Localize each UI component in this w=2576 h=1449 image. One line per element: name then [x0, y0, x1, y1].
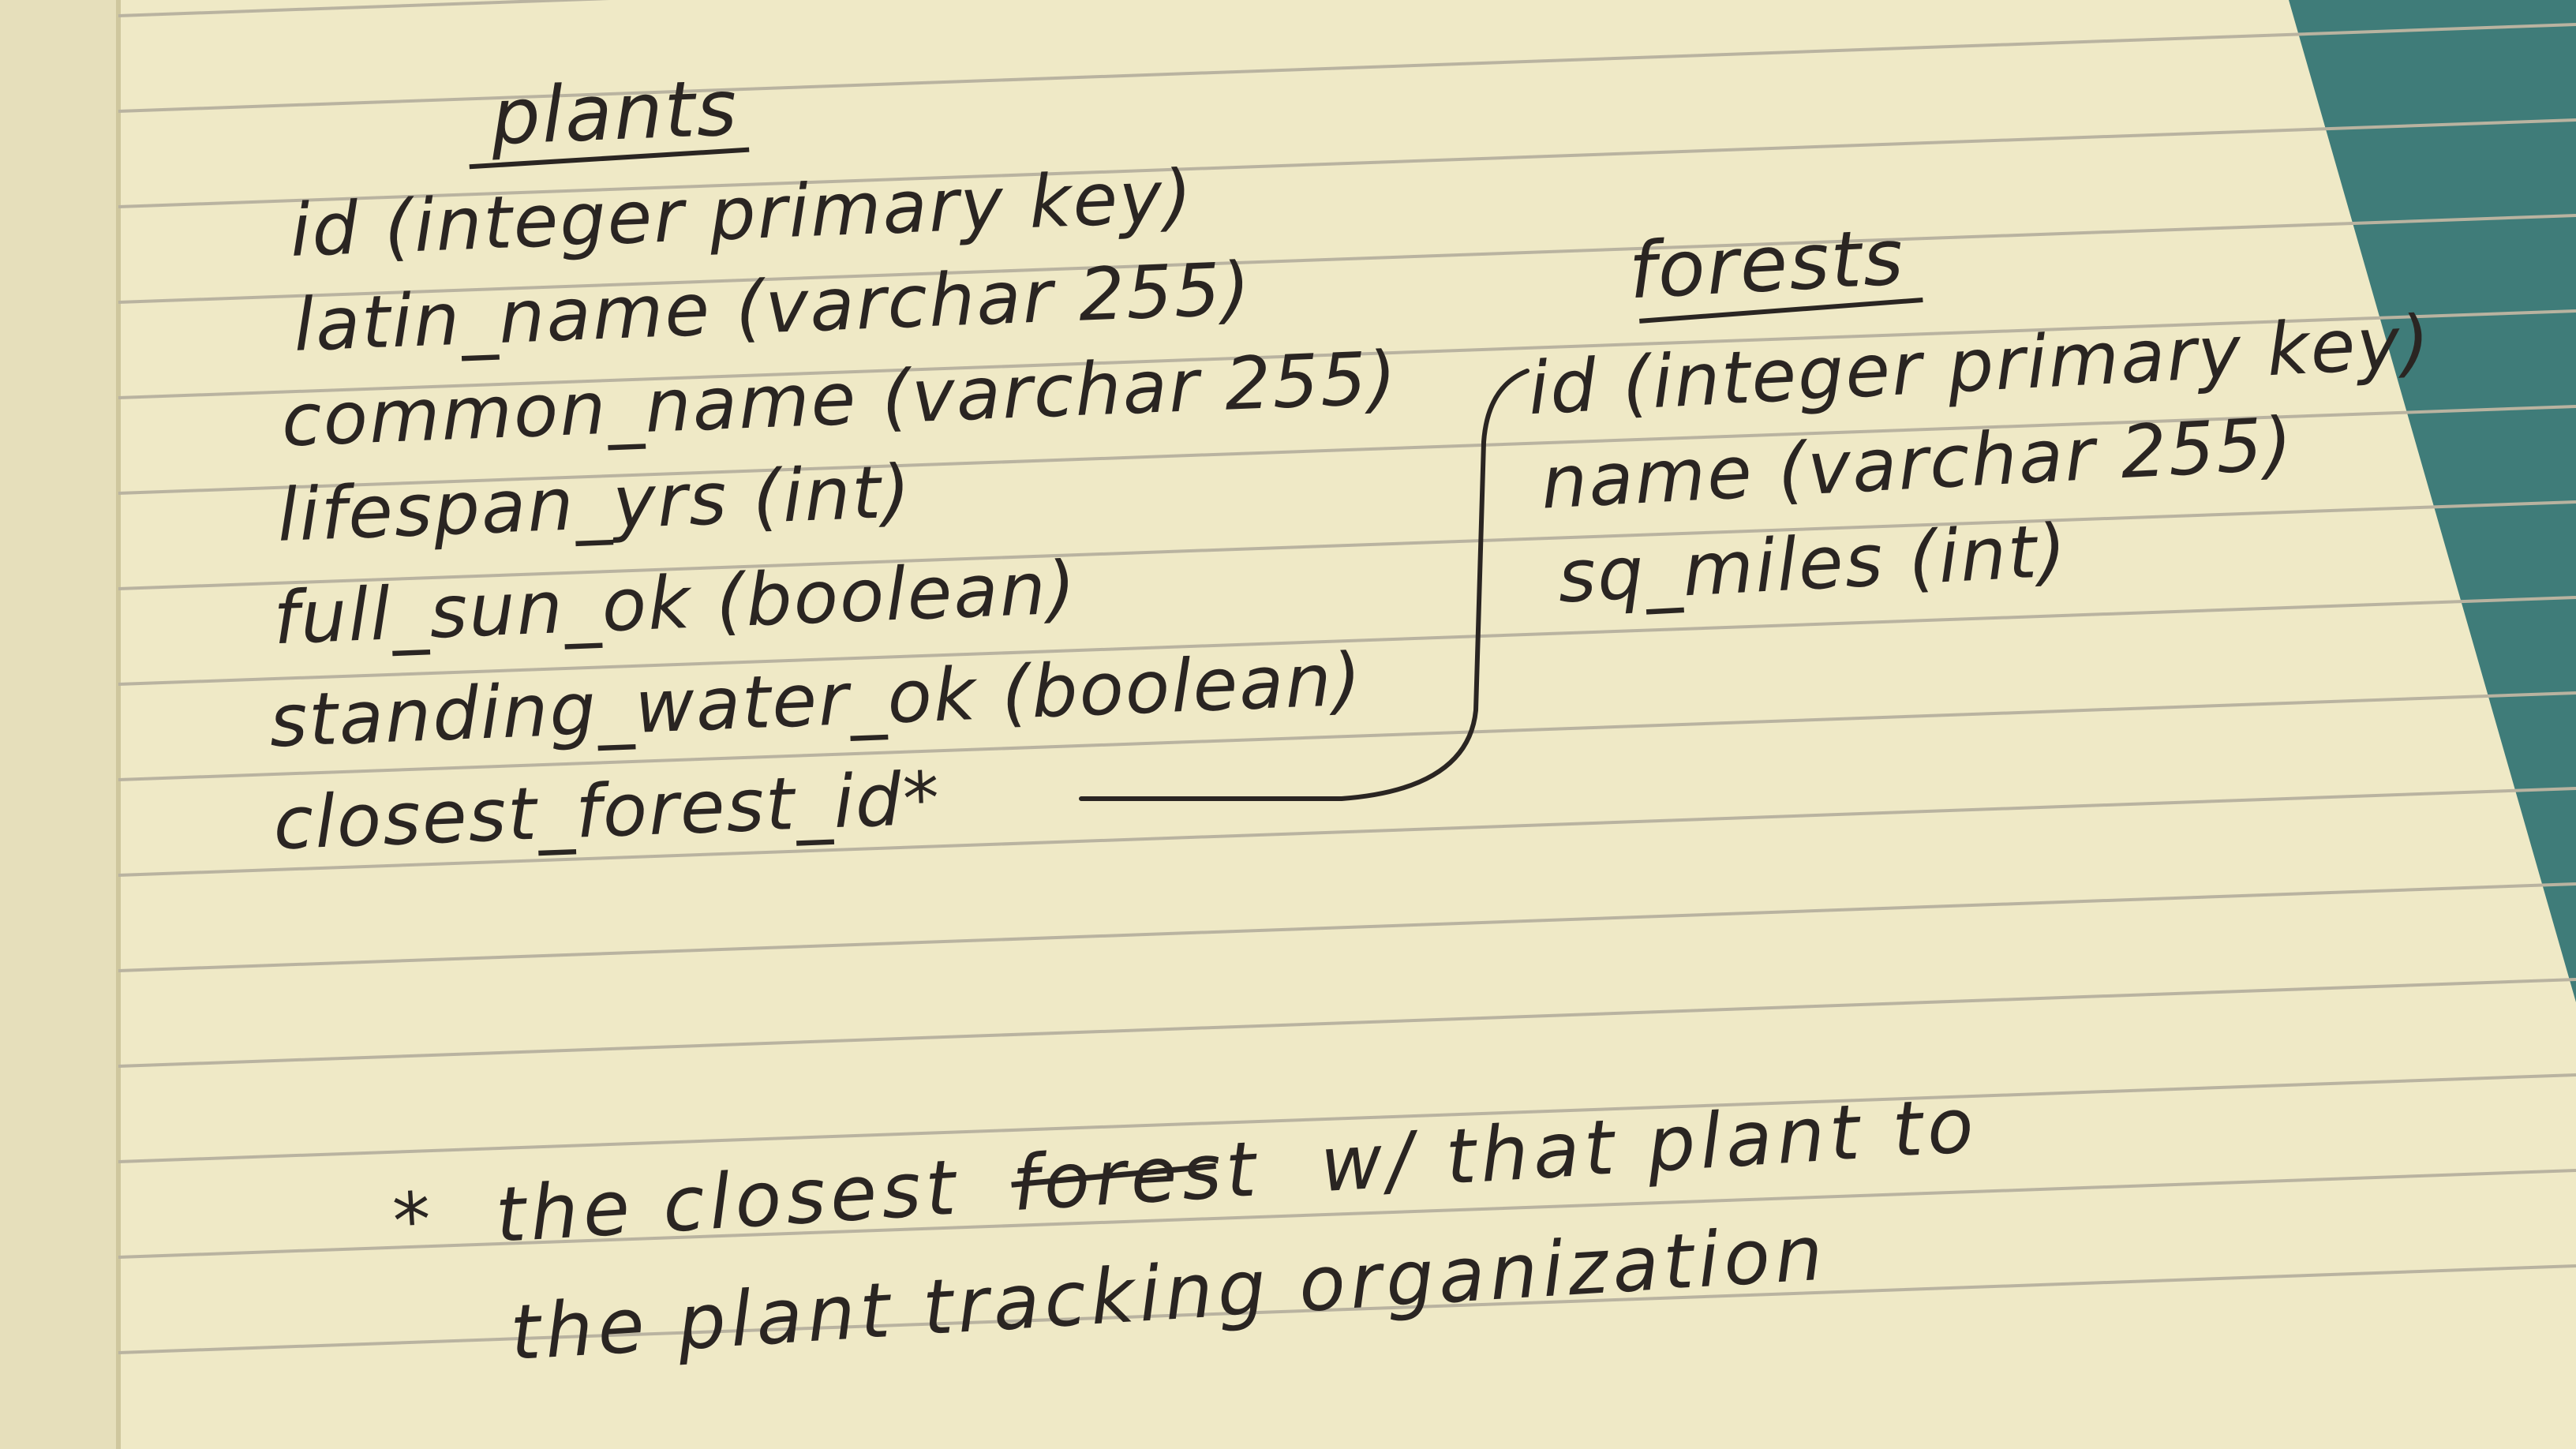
forests-title-underline — [1639, 298, 1923, 324]
ruled-line — [118, 691, 2576, 781]
ruled-line — [118, 0, 610, 17]
ruled-line — [118, 405, 2576, 495]
ruled-line — [118, 309, 2576, 399]
ruled-line — [118, 118, 2576, 208]
footnote-marker: * — [391, 1175, 439, 1266]
plants-title: plants — [489, 63, 739, 163]
ruled-line — [118, 882, 2576, 972]
plants-title-underline — [469, 147, 750, 170]
ruled-line — [118, 1264, 2576, 1354]
footnote-struck-word: forest — [1009, 1125, 1263, 1228]
ruled-line — [118, 596, 2576, 686]
ruled-line — [118, 787, 2576, 877]
left-page-edge — [0, 0, 118, 1449]
ruled-line — [118, 500, 2576, 590]
strikethrough — [1011, 1163, 1216, 1188]
ruled-line — [118, 1073, 2576, 1163]
ruled-line — [118, 1169, 2576, 1259]
ruled-line — [118, 978, 2576, 1068]
ruled-line — [118, 214, 2576, 304]
forests-title: forests — [1627, 212, 1907, 316]
ruled-lines — [118, 0, 2576, 1354]
foreign-key-connector — [1079, 369, 1530, 801]
ruled-line — [118, 23, 2576, 113]
